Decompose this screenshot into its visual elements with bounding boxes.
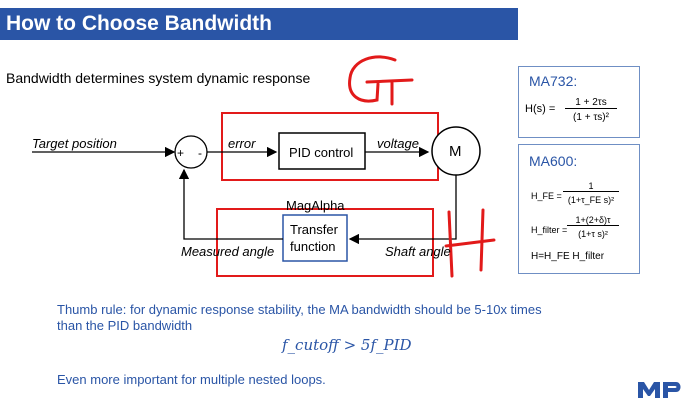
sum-plus: +: [177, 146, 185, 160]
sum-minus: -: [198, 146, 202, 160]
transfer-block: [282, 214, 348, 262]
shaft-angle-label: Shaft angle: [385, 244, 451, 259]
handwritten-g: [348, 55, 414, 106]
ma600-product: H=H_FE H_filter: [531, 251, 605, 262]
h-highlight-box: [216, 208, 434, 277]
pid-block-label: PID control: [289, 145, 354, 160]
measured-angle-label: Measured angle: [181, 244, 275, 259]
target-position-label: Target position: [32, 136, 117, 151]
ma600-box: MA600: H_FE = 1 (1+τ_FE s)² H_filter = 1…: [518, 144, 640, 274]
ma600-hfilter-numerator: 1+(2+δ)τ: [567, 215, 619, 226]
ma600-hfe-lhs: H_FE =: [531, 191, 562, 201]
error-label: error: [228, 136, 256, 151]
ma732-title: MA732:: [529, 73, 578, 89]
title-bar: How to Choose Bandwidth: [0, 8, 518, 40]
ma600-hfilter-lhs: H_filter =: [531, 225, 568, 235]
ma732-box: MA732: H(s) = 1 + 2τs (1 + τs)²: [518, 66, 640, 138]
thumb-rule-line2: than the PID bandwidth: [57, 318, 193, 333]
thumb-rule-line1: Thumb rule: for dynamic response stabili…: [57, 302, 542, 317]
feedback-path: [178, 168, 283, 240]
shaft-path: [348, 175, 457, 245]
transfer-label-1: Transfer: [290, 222, 338, 237]
voltage-label: voltage: [377, 136, 419, 151]
handwritten-h: [444, 208, 496, 278]
nested-loops-note: Even more important for multiple nested …: [57, 372, 326, 387]
pid-block: [278, 132, 366, 170]
page-title: How to Choose Bandwidth: [6, 12, 272, 35]
transfer-label-2: function: [290, 239, 336, 254]
ma732-numerator: 1 + 2τs: [565, 97, 617, 109]
magalpha-label: MagAlpha: [286, 198, 345, 213]
ma600-hfe-numerator: 1: [563, 181, 619, 192]
ma600-title: MA600:: [529, 153, 578, 169]
cutoff-formula: f_cutoff > 5f_PID: [282, 336, 412, 354]
slide-subtitle: Bandwidth determines system dynamic resp…: [6, 70, 311, 86]
ma600-hfilter-denominator: (1+τ s)²: [578, 229, 608, 239]
motor-label: M: [449, 143, 462, 160]
ma732-lhs: H(s) =: [525, 103, 556, 115]
ma732-denominator: (1 + τs)²: [573, 112, 609, 123]
ma600-hfe-denominator: (1+τ_FE s)²: [567, 195, 615, 205]
mps-logo-icon: [638, 382, 681, 398]
